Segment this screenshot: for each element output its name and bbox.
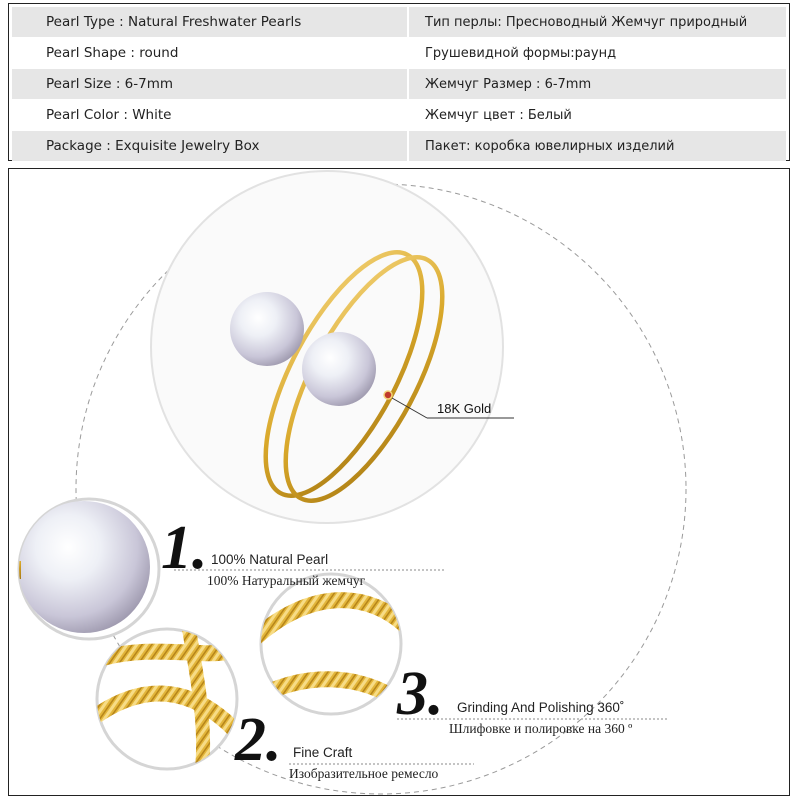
large-dashed-circle <box>75 183 687 795</box>
spec-ru: Жемчуг цвет : Белый <box>407 100 786 130</box>
feature-2-en: Fine Craft <box>293 745 353 760</box>
feature-1-ru: 100% Натуральный жемчуг <box>207 573 366 588</box>
spec-row-shape: Pearl Shape : round Грушевидной формы:ра… <box>12 38 786 68</box>
pearl-icon <box>230 292 304 366</box>
spec-row-color: Pearl Color : White Жемчуг цвет : Белый <box>12 100 786 130</box>
spec-en: Pearl Type : Natural Freshwater Pearls <box>46 14 302 30</box>
spec-ru: Пакет: коробка ювелирных изделий <box>407 131 786 161</box>
spec-row-package: Package : Exquisite Jewelry Box Пакет: к… <box>12 131 786 161</box>
spec-en: Pearl Shape : round <box>46 45 179 61</box>
spec-row-type: Pearl Type : Natural Freshwater Pearls Т… <box>12 7 786 37</box>
spec-en: Package : Exquisite Jewelry Box <box>46 138 260 154</box>
spec-en: Pearl Size : 6-7mm <box>46 76 174 92</box>
gold-label: 18K Gold <box>437 401 492 416</box>
feature-3-ru: Шлифовке и полировке на 360 º <box>449 721 633 736</box>
feature-1-en: 100% Natural Pearl <box>211 552 329 567</box>
feature-2-ru: Изобразительное ремесло <box>289 766 439 781</box>
pearl-icon <box>302 332 376 406</box>
gold-marker-icon <box>383 390 393 400</box>
spec-en: Pearl Color : White <box>46 107 172 123</box>
spec-ru: Тип перлы: Пресноводный Жемчуг природный <box>407 7 786 37</box>
spec-row-size: Pearl Size : 6-7mm Жемчуг Размер : 6-7mm <box>12 69 786 99</box>
feature-number-2: 2. <box>235 706 282 774</box>
feature-number-3: 3. <box>397 660 444 728</box>
spec-ru: Грушевидной формы:раунд <box>407 38 786 68</box>
product-illustration <box>17 170 687 795</box>
spec-table: Pearl Type : Natural Freshwater Pearls Т… <box>8 3 790 161</box>
feature-3-en: Grinding And Polishing 360˚ <box>457 700 625 715</box>
product-panel: 18K Gold 1. 100% Natural Pearl 100% Нату… <box>8 168 790 796</box>
feature-number-1: 1. <box>161 514 208 582</box>
spec-ru: Жемчуг Размер : 6-7mm <box>407 69 786 99</box>
